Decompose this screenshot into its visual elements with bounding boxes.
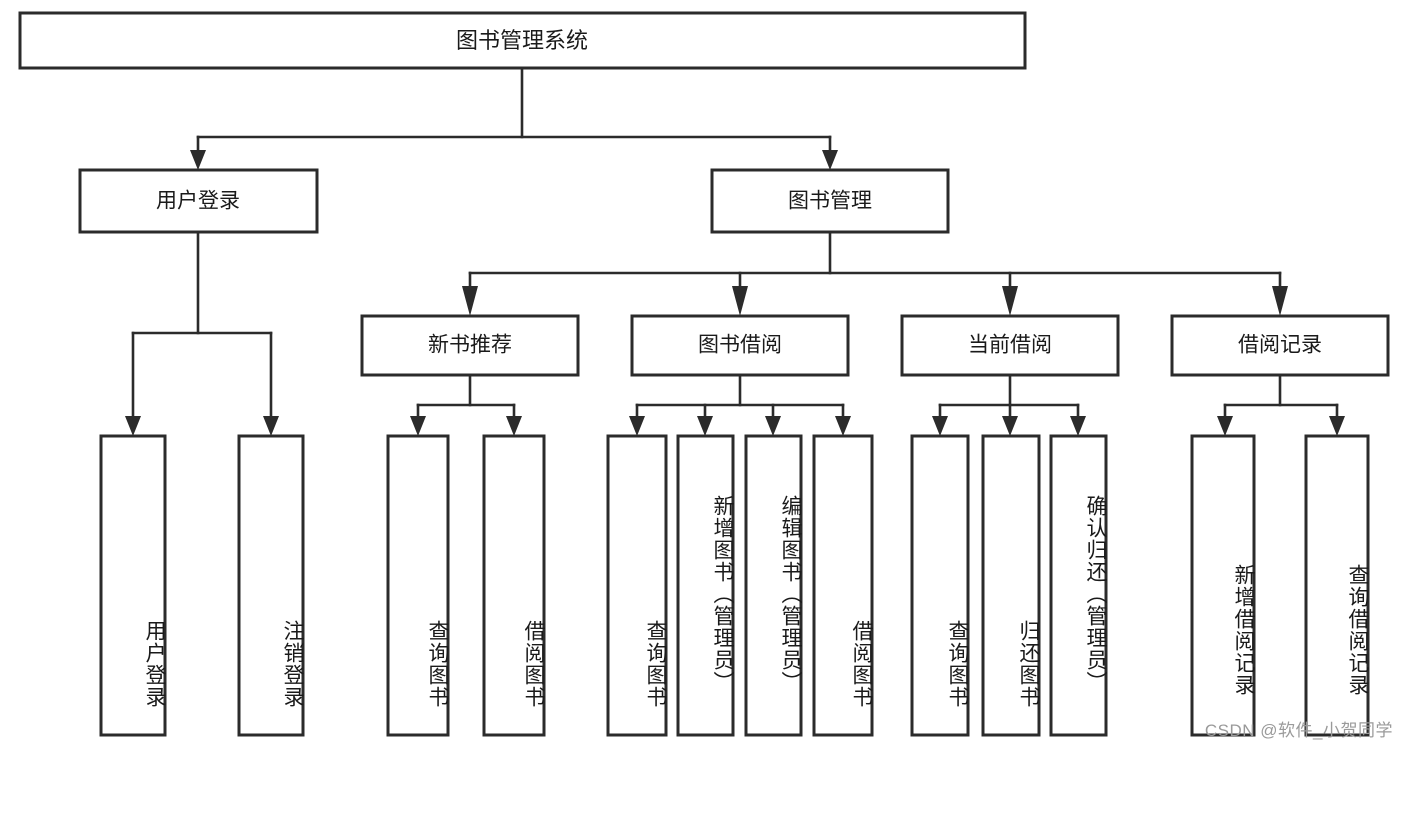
node-box-leaf-add-book[interactable]	[676, 434, 735, 737]
node-box-book-borrow[interactable]	[630, 314, 850, 377]
connector-layer	[125, 66, 1345, 436]
arrow-icon-leaf-add-book	[697, 416, 713, 436]
node-box-leaf-query-record[interactable]	[1304, 434, 1370, 737]
arrow-icon-leaf-borrow-book-1	[506, 416, 522, 436]
node-box-leaf-query-book-3[interactable]	[910, 434, 970, 737]
node-box-new-book-recommend[interactable]	[360, 314, 580, 377]
node-label-new-book-recommend: 新书推荐	[428, 334, 512, 357]
node-box-leaf-query-book-2[interactable]	[606, 434, 668, 737]
node-box-leaf-user-logout[interactable]	[237, 434, 305, 737]
node-label-current-borrow: 当前借阅	[968, 334, 1052, 357]
node-label-borrow-record: 借阅记录	[1238, 334, 1322, 357]
arrow-icon-current-borrow	[1002, 286, 1018, 316]
arrow-icon-leaf-confirm-return	[1070, 416, 1086, 436]
node-box-root[interactable]	[18, 11, 1027, 70]
arrow-icon-leaf-query-record	[1329, 416, 1345, 436]
arrow-icon-leaf-query-book-1	[410, 416, 426, 436]
hierarchy-diagram-svg: 图书管理系统 用户登录 图书管理 新书推荐 图书借阅 当前借阅 借阅记录	[18, 11, 1390, 737]
node-box-leaf-add-record[interactable]	[1190, 434, 1256, 737]
arrow-icon-leaf-query-book-2	[629, 416, 645, 436]
arrow-icon-user-login	[190, 150, 206, 170]
node-label-user-login: 用户登录	[156, 190, 240, 213]
node-box-leaf-edit-book[interactable]	[744, 434, 803, 737]
node-label-book-manage: 图书管理	[788, 190, 872, 213]
node-box-user-login[interactable]	[78, 168, 319, 234]
node-box-book-manage[interactable]	[710, 168, 950, 234]
arrow-icon-leaf-add-record	[1217, 416, 1233, 436]
arrow-icon-leaf-borrow-book-2	[835, 416, 851, 436]
arrow-icon-leaf-return-book	[1002, 416, 1018, 436]
node-box-leaf-user-login[interactable]	[99, 434, 167, 737]
arrow-icon-book-borrow	[732, 286, 748, 316]
arrow-icon-leaf-edit-book	[765, 416, 781, 436]
arrow-icon-leaf-user-login	[125, 416, 141, 436]
node-label-book-borrow: 图书借阅	[698, 334, 782, 357]
arrow-icon-leaf-user-logout	[263, 416, 279, 436]
watermark-text: CSDN @软件_小贺同学	[1204, 721, 1393, 740]
node-box-leaf-borrow-book-1[interactable]	[482, 434, 546, 737]
arrow-icon-leaf-query-book-3	[932, 416, 948, 436]
node-layer: 图书管理系统 用户登录 图书管理 新书推荐 图书借阅 当前借阅 借阅记录	[18, 11, 1390, 737]
diagram-canvas: 图书管理系统 用户登录 图书管理 新书推荐 图书借阅 当前借阅 借阅记录	[18, 11, 1393, 740]
node-box-leaf-borrow-book-2[interactable]	[812, 434, 874, 737]
arrow-icon-new-book-recommend	[462, 286, 478, 316]
node-box-leaf-return-book[interactable]	[981, 434, 1041, 737]
arrow-icon-borrow-record	[1272, 286, 1288, 316]
node-box-current-borrow[interactable]	[900, 314, 1120, 377]
node-box-leaf-query-book-1[interactable]	[386, 434, 450, 737]
node-box-leaf-confirm-return[interactable]	[1049, 434, 1108, 737]
node-box-borrow-record[interactable]	[1170, 314, 1390, 377]
node-label-root: 图书管理系统	[456, 28, 588, 53]
arrow-icon-book-manage	[822, 150, 838, 170]
